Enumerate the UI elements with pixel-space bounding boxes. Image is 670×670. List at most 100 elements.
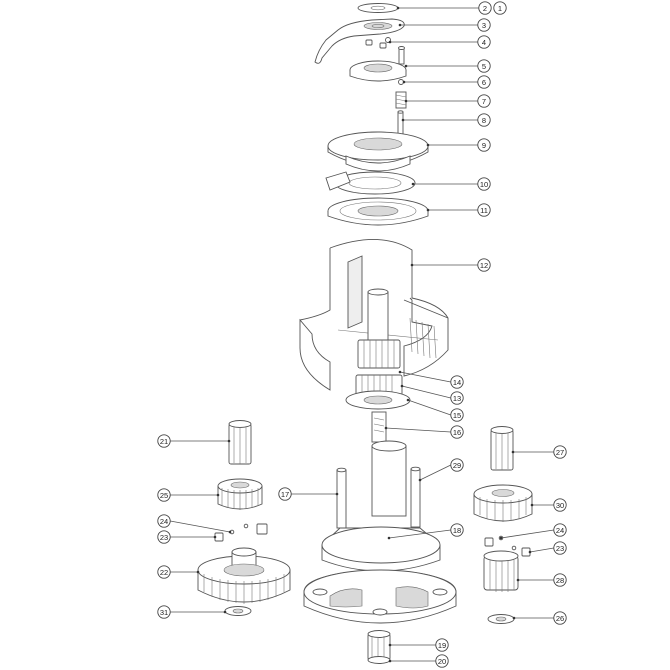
callout-c24b: 24 — [553, 523, 567, 537]
callout-circle — [477, 35, 491, 49]
leader-dot-c12 — [410, 263, 414, 267]
leader-dot-c4 — [388, 40, 392, 44]
callout-number: 21 — [160, 437, 168, 446]
callout-c21: 21 — [157, 434, 171, 448]
callout-circle — [553, 573, 567, 587]
callout-circle — [157, 565, 171, 579]
callout-number: 29 — [453, 461, 461, 470]
callout-number: 16 — [453, 428, 461, 437]
leader-dot-c26 — [512, 616, 516, 620]
callout-number: 11 — [480, 206, 488, 215]
callout-number: 2 — [483, 4, 487, 13]
part-stripper-arm — [314, 18, 405, 64]
callout-circle — [493, 1, 507, 15]
callout-c27: 27 — [553, 445, 567, 459]
callout-number: 24 — [160, 517, 168, 526]
leader-dot-c30 — [530, 503, 534, 507]
leader-dot-c3 — [398, 23, 402, 27]
callout-circle — [450, 458, 464, 472]
callout-circle — [477, 177, 491, 191]
callout-c3: 3 — [477, 18, 491, 32]
part-base-housing — [303, 440, 457, 624]
callout-circle — [477, 94, 491, 108]
callout-c17: 17 — [278, 487, 292, 501]
callout-number: 1 — [498, 4, 502, 13]
callout-number: 28 — [556, 576, 564, 585]
part-pawls-small — [365, 37, 391, 49]
leader-dot-c21 — [227, 439, 231, 443]
callout-number: 23 — [160, 533, 168, 542]
callout-c31: 31 — [157, 605, 171, 619]
leader-dot-c23b — [528, 550, 532, 554]
leader-lines — [170, 6, 554, 663]
leader-line-c14 — [399, 371, 451, 383]
callout-circle — [477, 258, 491, 272]
callout-number: 17 — [281, 490, 289, 499]
callout-c30: 30 — [553, 498, 567, 512]
callout-c7: 7 — [477, 94, 491, 108]
leader-dot-c23a — [213, 535, 217, 539]
part-lower-flange — [327, 197, 429, 226]
callout-circle — [450, 391, 464, 405]
callout-circle — [450, 425, 464, 439]
callout-c15: 15 — [450, 408, 464, 422]
callout-circle — [553, 541, 567, 555]
leader-line-c24a — [170, 520, 231, 533]
callout-c5: 5 — [477, 59, 491, 73]
callout-circle — [278, 487, 292, 501]
part-pin-and-spring — [395, 79, 407, 137]
callout-c9: 9 — [477, 138, 491, 152]
part-drum-cutaway — [299, 239, 449, 391]
leader-dot-c7 — [404, 99, 408, 103]
callout-circle — [450, 375, 464, 389]
callout-circle — [435, 654, 449, 668]
callout-number: 9 — [482, 141, 486, 150]
callout-c6: 6 — [477, 75, 491, 89]
leader-dot-c15 — [406, 398, 410, 402]
part-central-shaft — [345, 288, 411, 443]
leader-dot-c20 — [388, 659, 392, 663]
callout-c16: 16 — [450, 425, 464, 439]
leader-dot-c28 — [516, 578, 520, 582]
callout-number: 19 — [438, 641, 446, 650]
callout-c13: 13 — [450, 391, 464, 405]
leader-line-c24b — [500, 529, 554, 539]
callout-c2: 2 — [478, 1, 492, 15]
callout-circle — [553, 498, 567, 512]
callout-circle — [477, 113, 491, 127]
callout-c22: 22 — [157, 565, 171, 579]
callout-circle — [435, 638, 449, 652]
leader-dot-c5 — [404, 64, 408, 68]
leader-line-c23b — [529, 547, 554, 553]
callout-number: 15 — [453, 411, 461, 420]
callout-c28: 28 — [553, 573, 567, 587]
callout-c20: 20 — [435, 654, 449, 668]
leader-dot-c11 — [426, 208, 430, 212]
callout-circle — [553, 445, 567, 459]
part-roller-bearing-left — [228, 420, 252, 465]
callout-number: 24 — [556, 526, 564, 535]
leader-dot-c29 — [418, 478, 422, 482]
leader-dot-c10 — [411, 182, 415, 186]
callout-c1: 1 — [493, 1, 507, 15]
leader-line-c15 — [407, 399, 451, 416]
part-drum-flange — [327, 131, 429, 172]
callout-circle — [477, 203, 491, 217]
leader-line-c29 — [419, 464, 451, 481]
callout-number: 12 — [480, 261, 488, 270]
leader-dot-c14 — [398, 370, 402, 374]
callout-number: 23 — [556, 544, 564, 553]
leader-dot-c24a — [228, 530, 232, 534]
callout-number: 18 — [453, 526, 461, 535]
part-large-gear — [197, 547, 291, 604]
callout-circle — [553, 611, 567, 625]
callout-number: 22 — [160, 568, 168, 577]
part-spur-gear-left — [217, 478, 263, 510]
callout-number: 14 — [453, 378, 461, 387]
leader-dot-c25 — [216, 493, 220, 497]
callout-circle — [450, 523, 464, 537]
callout-circle — [450, 408, 464, 422]
part-bearing-ring — [349, 46, 407, 82]
